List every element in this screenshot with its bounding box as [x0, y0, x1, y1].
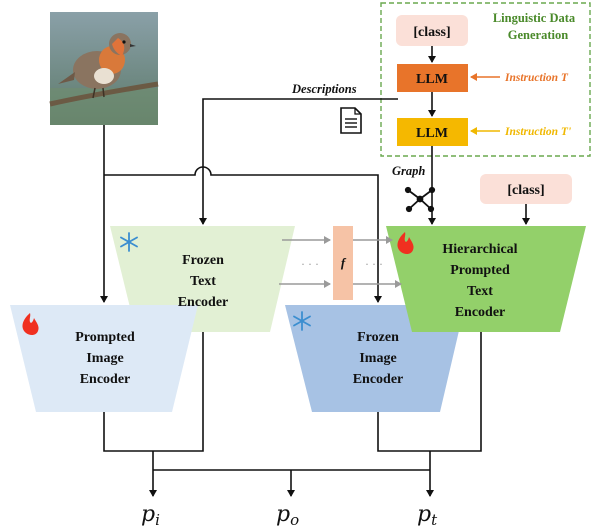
snowflake-icon	[293, 311, 311, 331]
prompted-image-label-2: Image	[86, 351, 123, 366]
class-box-right	[480, 174, 572, 204]
f-box	[333, 226, 353, 300]
fire-icon	[22, 313, 39, 336]
descriptions-label: Descriptions	[291, 82, 357, 96]
ldg-dashed-box	[380, 2, 591, 157]
hier-text-label-2: Prompted	[450, 263, 510, 278]
llm-box-1	[397, 64, 468, 92]
prompted-image-encoder	[10, 305, 198, 412]
output-po: po	[276, 502, 299, 529]
frozen-image-label-2: Image	[359, 351, 396, 366]
frozen-text-label-3: Encoder	[178, 295, 229, 310]
f-label: f	[341, 255, 347, 270]
dots-right: · · ·	[365, 258, 382, 271]
llm-label-1: LLM	[416, 72, 448, 87]
fire-icon	[397, 232, 414, 255]
llm-box-2	[397, 118, 468, 146]
class-label-top: [class]	[413, 25, 450, 40]
frozen-text-label-1: Frozen	[182, 253, 224, 268]
output-pi: pi	[141, 502, 160, 529]
ldg-title-2: Generation	[508, 28, 568, 42]
hier-text-label-1: Hierarchical	[442, 242, 517, 257]
ldg-title-1: Linguistic Data	[493, 11, 576, 25]
hier-text-label-4: Encoder	[455, 305, 506, 320]
prompted-image-label-3: Encoder	[80, 372, 131, 387]
hierarchical-text-encoder	[386, 226, 586, 332]
graph-icon	[404, 186, 436, 213]
arrow-image-frozen	[104, 166, 382, 303]
bird-photo	[49, 12, 159, 125]
frozen-image-label-1: Frozen	[357, 330, 399, 345]
graph-label: Graph	[392, 164, 425, 178]
class-box-top	[396, 15, 468, 46]
llm-label-2: LLM	[416, 126, 448, 141]
prompted-image-label-1: Prompted	[75, 330, 135, 345]
instruction-t-prime-label: Instruction T'	[504, 126, 571, 138]
instruction-t-label: Instruction T	[504, 72, 569, 84]
snowflake-icon	[120, 232, 138, 252]
frozen-image-label-3: Encoder	[353, 372, 404, 387]
class-label-right: [class]	[507, 183, 544, 198]
document-icon	[340, 107, 362, 134]
output-pt: pt	[417, 502, 438, 529]
dots-left: · · ·	[301, 258, 318, 271]
arrow-descriptions	[199, 98, 398, 225]
frozen-text-label-2: Text	[190, 274, 216, 289]
hier-text-label-3: Text	[467, 284, 493, 299]
